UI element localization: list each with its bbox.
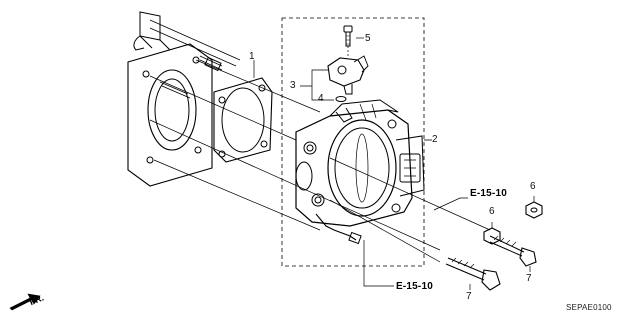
part-label-6-center: 6 (489, 206, 495, 217)
flange-nut (525, 196, 543, 219)
section-reference-upper: E-15-10 (470, 188, 507, 199)
part-label-6-right: 6 (530, 181, 536, 192)
part-label-7-right: 7 (526, 273, 532, 284)
part-label-4: 4 (318, 93, 324, 104)
flange-bolt-lower (445, 257, 501, 291)
front-direction-arrow (9, 293, 41, 311)
section-reference-lower: E-15-10 (396, 281, 433, 292)
stud-nut (483, 222, 501, 245)
diagram-code: SEPAE0100 (566, 303, 612, 312)
sensor-screw (343, 25, 353, 58)
throttle-position-sensor (327, 55, 369, 95)
part-label-5: 5 (365, 33, 371, 44)
part-label-3: 3 (290, 80, 296, 91)
o-ring (335, 96, 347, 102)
leader-lines (253, 37, 468, 287)
part-label-1: 1 (249, 51, 255, 62)
assembly-bracket-box (281, 17, 425, 267)
throttle-body-gasket (213, 77, 273, 163)
flange-bolt-right (489, 235, 537, 272)
throttle-body (295, 99, 425, 245)
part-label-7-lower: 7 (466, 291, 472, 302)
manifold-studs (159, 55, 223, 99)
alignment-lines (149, 59, 491, 263)
part-label-2: 2 (432, 134, 438, 145)
intake-manifold-flange (127, 11, 241, 187)
